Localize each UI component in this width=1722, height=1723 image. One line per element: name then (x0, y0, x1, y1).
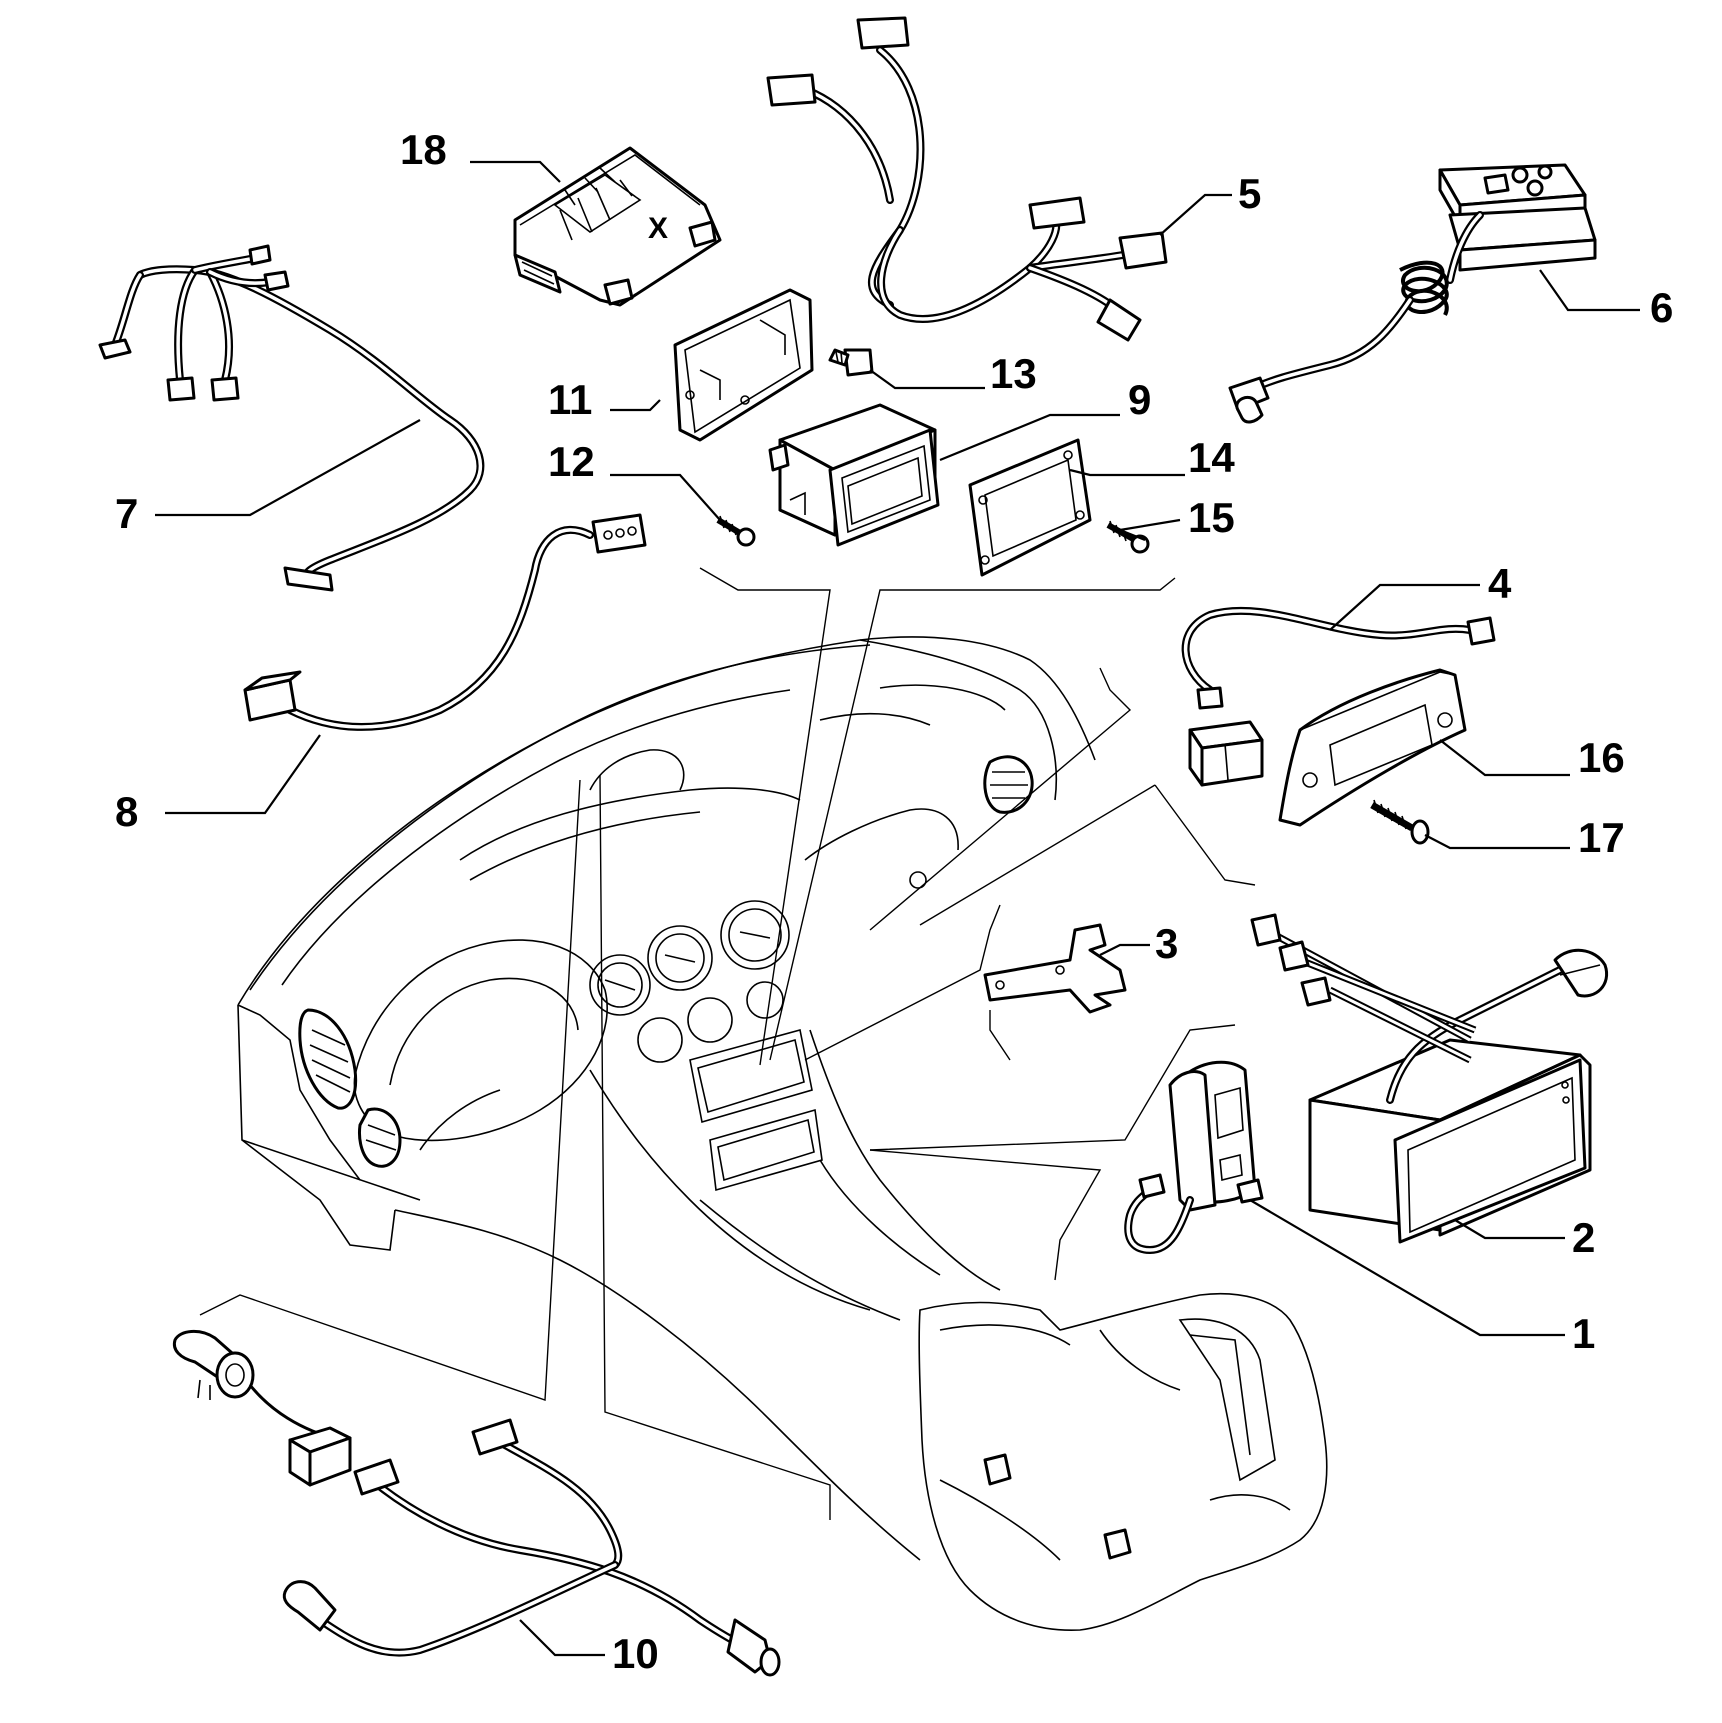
part-16-panel (1278, 668, 1467, 827)
part-5-wiring-harness (766, 16, 1168, 342)
callout-leaders (155, 160, 1640, 1657)
callout-14: 14 (1188, 434, 1235, 481)
part-13-screw (828, 348, 874, 377)
part-17-screw (1370, 799, 1430, 845)
callout-17: 17 (1578, 814, 1625, 861)
callout-16: 16 (1578, 734, 1625, 781)
callout-7: 7 (115, 490, 138, 537)
callout-5: 5 (1238, 170, 1261, 217)
dashboard-outline (237, 636, 1328, 1632)
part-15-screw (1106, 520, 1150, 554)
connector-block (1188, 720, 1264, 787)
part-7-wiring-harness (98, 244, 485, 592)
module-mark: X (648, 212, 668, 245)
callout-2: 2 (1572, 1214, 1595, 1261)
part-6-control-panel (1228, 163, 1597, 424)
part-10-antenna-cable (172, 1330, 781, 1677)
part-4-sensor-cable (1181, 606, 1496, 710)
assembly-leader-lines (199, 567, 1256, 1520)
callout-18: 18 (400, 126, 447, 173)
part-14-frame (968, 438, 1092, 577)
callout-11: 11 (548, 376, 592, 423)
callout-10: 10 (612, 1630, 659, 1677)
callout-9: 9 (1128, 376, 1151, 423)
callout-3: 3 (1155, 920, 1178, 967)
part-18-control-module: X (513, 146, 722, 307)
callout-6: 6 (1650, 284, 1673, 331)
callout-4: 4 (1488, 560, 1512, 607)
callout-12: 12 (548, 438, 595, 485)
part-11-bracket (673, 288, 814, 442)
callout-15: 15 (1188, 494, 1235, 541)
callout-1: 1 (1572, 1310, 1595, 1357)
part-9-display-unit (768, 403, 940, 547)
part-2-radio-unit (1250, 913, 1609, 1244)
callout-13: 13 (990, 350, 1037, 397)
part-8-wiring-harness (243, 513, 647, 731)
part-12-screw (716, 515, 756, 547)
callout-labels: 1 2 3 4 5 6 7 8 9 10 11 12 13 14 15 16 1… (115, 126, 1673, 1677)
part-3-bracket-plate (983, 923, 1127, 1014)
callout-8: 8 (115, 788, 138, 835)
part-1-holder-module (1124, 1060, 1264, 1255)
